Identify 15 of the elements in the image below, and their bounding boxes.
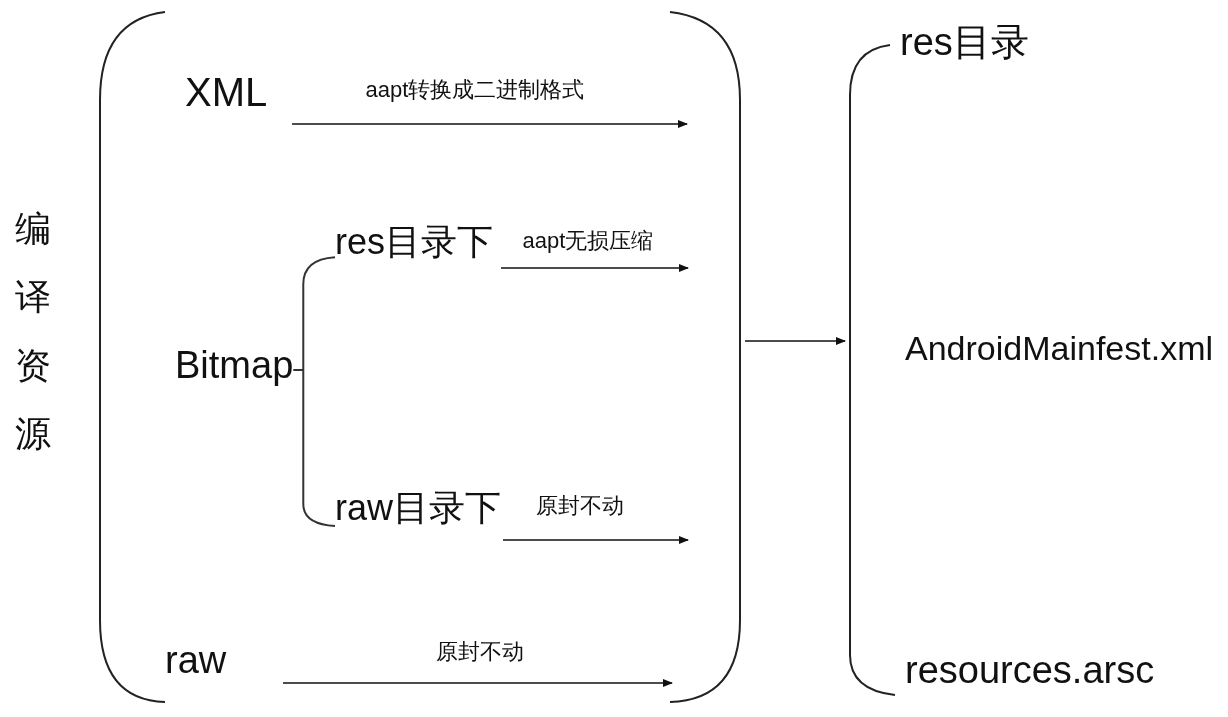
vertical-heading: 编译资源 <box>15 207 51 457</box>
item-label: AndroidMainfest.xml <box>905 330 1213 368</box>
item-label: resources.arsc <box>905 650 1155 692</box>
item-label: XML <box>185 70 268 114</box>
arrow <box>282 679 673 687</box>
bracket <box>292 256 336 528</box>
arrow <box>744 337 846 345</box>
arrow <box>500 264 689 272</box>
item-label: Bitmap <box>175 345 294 387</box>
item-label: raw <box>165 640 227 682</box>
item-label: raw目录下 <box>335 488 501 528</box>
arrow <box>291 120 688 128</box>
arrow <box>502 536 689 544</box>
item-label: res目录 <box>900 22 1029 64</box>
item-label: res目录下 <box>335 222 493 262</box>
